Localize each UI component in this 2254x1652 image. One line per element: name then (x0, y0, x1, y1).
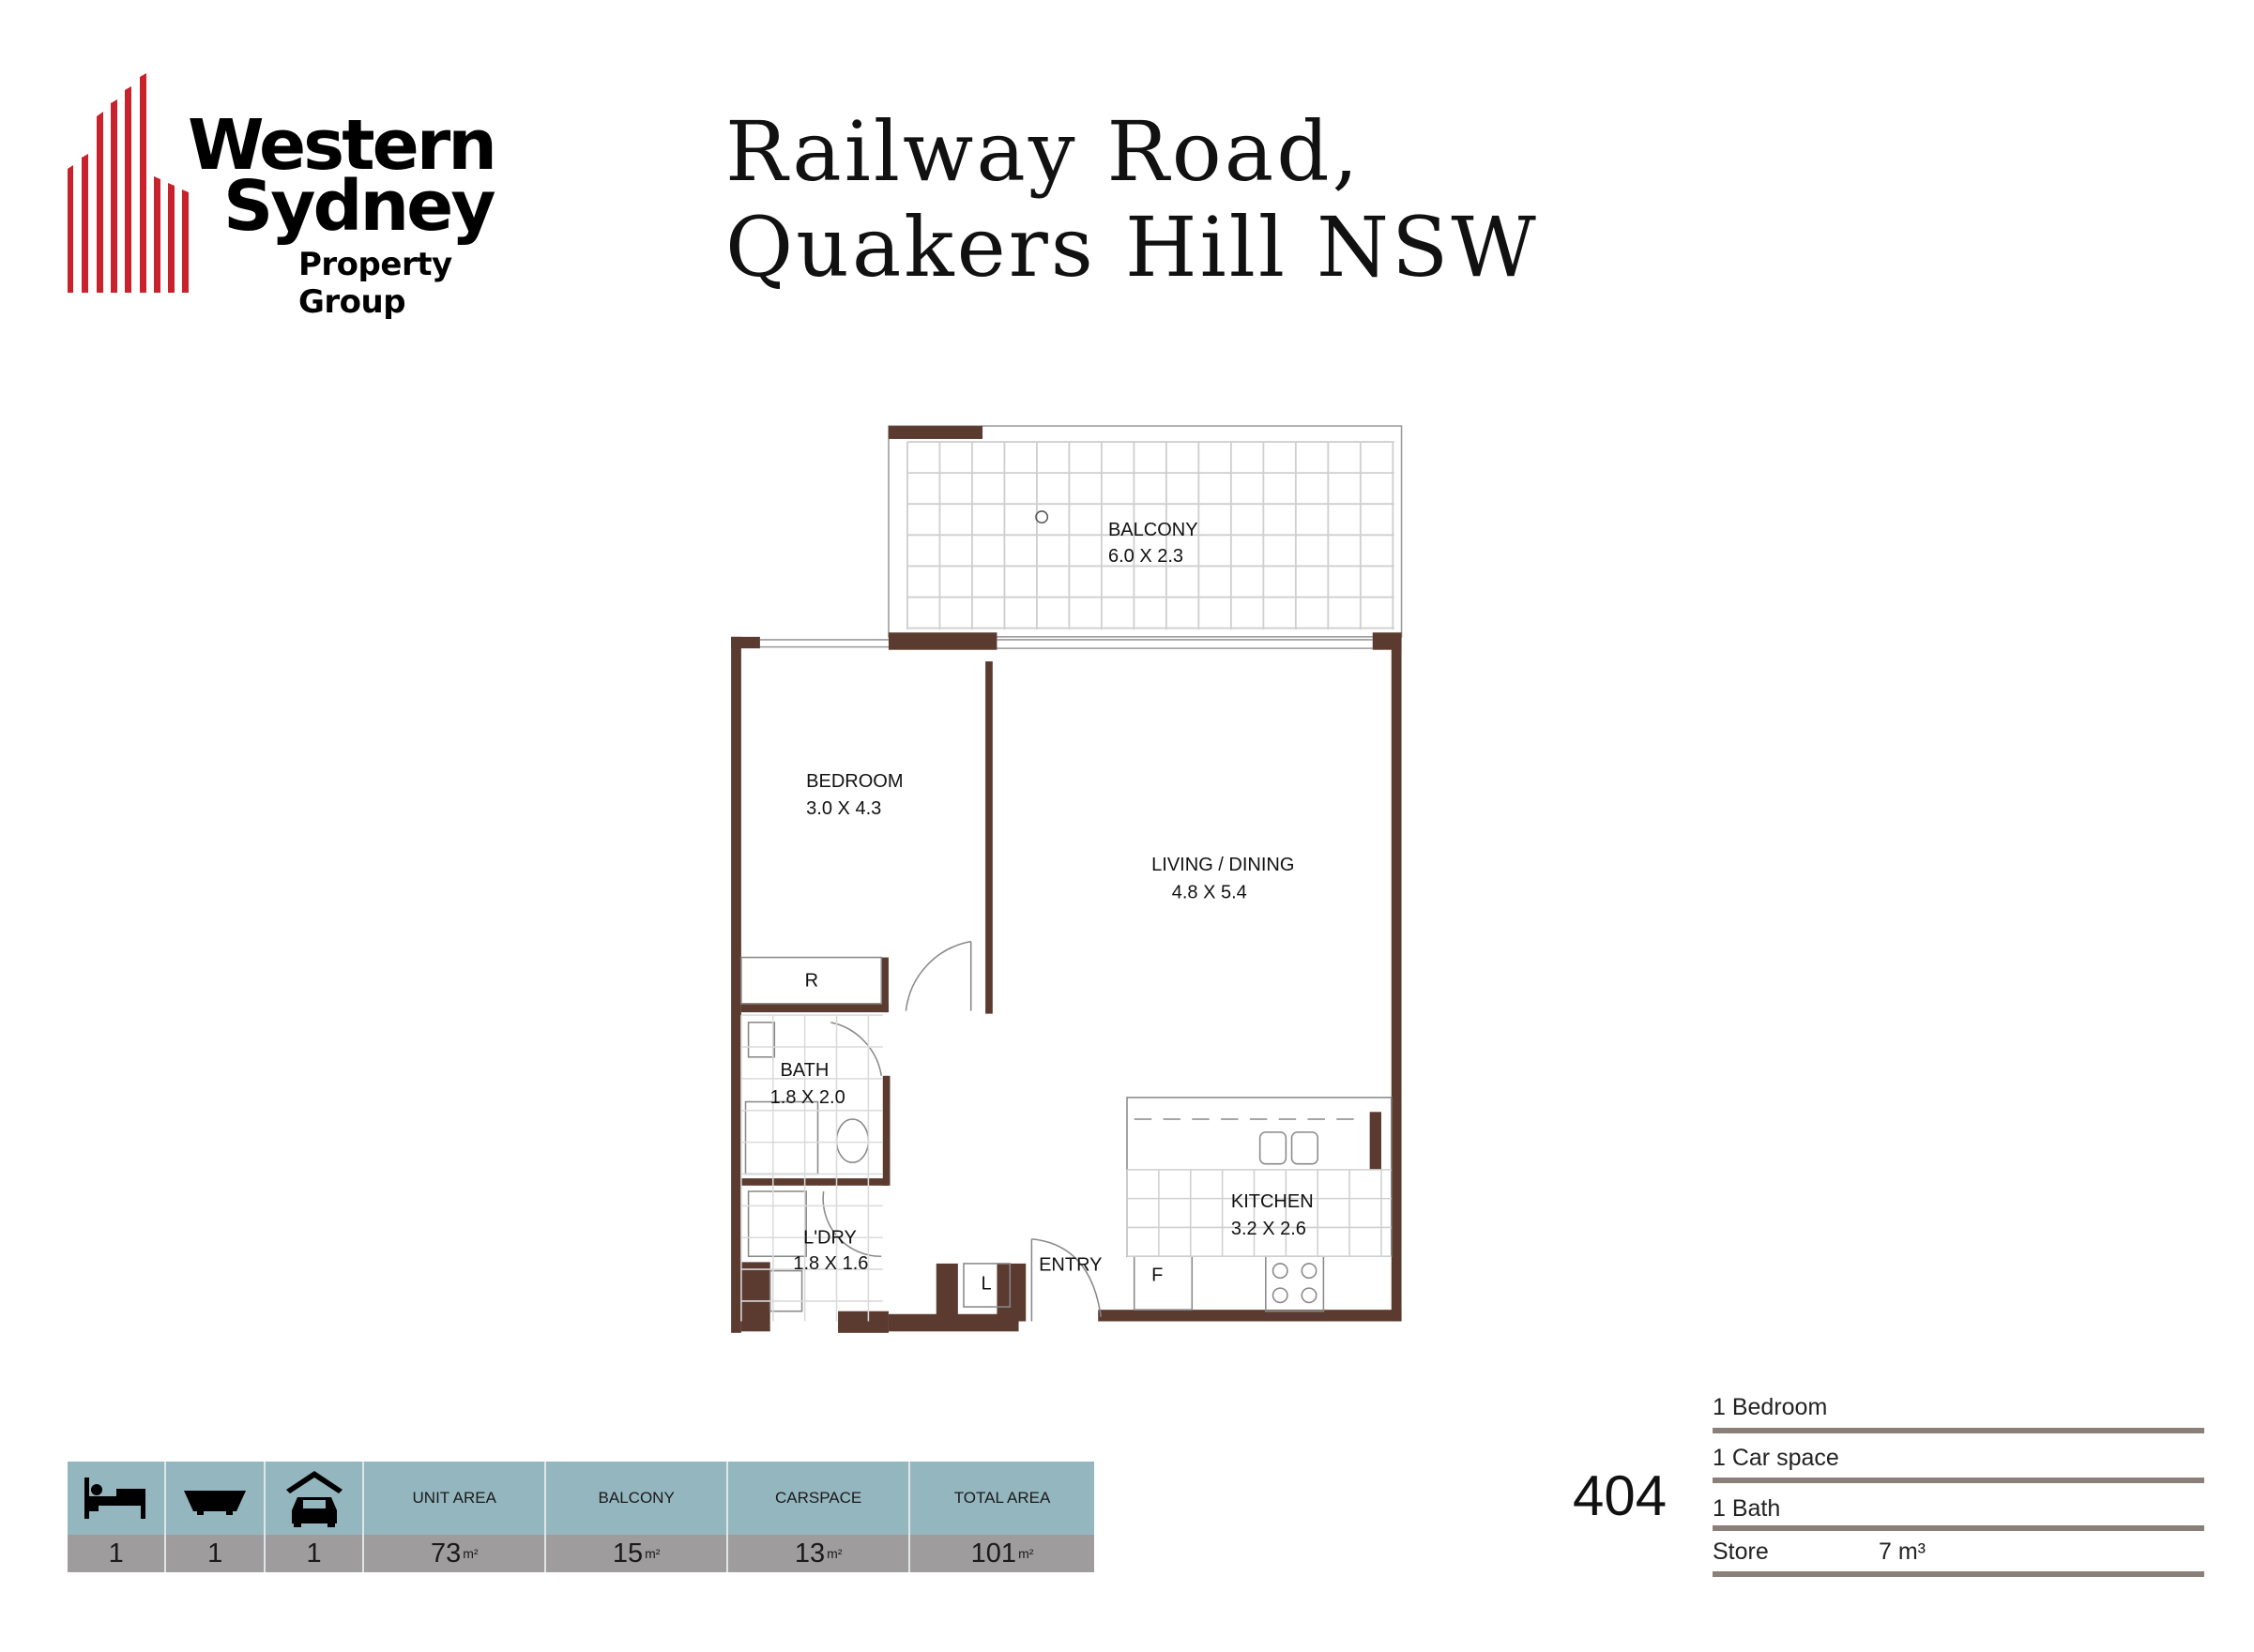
carspace-label: CARSPACE (728, 1462, 909, 1535)
divider (1713, 1525, 2204, 1531)
logo-text-sydney: Sydney (223, 166, 496, 247)
stat-carspaces: 1 (265, 1462, 365, 1572)
total-area-unit: m² (1018, 1546, 1034, 1561)
walls (731, 632, 1402, 1333)
stat-bedrooms: 1 (68, 1462, 167, 1572)
feature-car-space: 1 Car space (1713, 1445, 1839, 1471)
carspace-number: 13 (794, 1538, 826, 1569)
room-label-living-dining: LIVING / DINING (1151, 855, 1294, 875)
unit-area-label: UNIT AREA (364, 1462, 545, 1535)
room-label-laundry: L'DRY (803, 1227, 857, 1248)
total-area-number: 101 (970, 1538, 1017, 1569)
page-title-line1: Railway Road, (725, 103, 1362, 200)
room-label-balcony: BALCONY (1108, 520, 1198, 540)
bedrooms-value: 1 (68, 1535, 165, 1572)
divider (1713, 1428, 2204, 1433)
divider (1713, 1478, 2204, 1483)
logo-text-western: Western (188, 105, 497, 186)
garage-car-icon (265, 1462, 363, 1535)
balcony-number: 15 (612, 1538, 644, 1569)
store-value: 7 m³ (1879, 1538, 1926, 1565)
brand-logo: Western Sydney Property Group (0, 0, 563, 321)
unit-area-unit: m² (463, 1546, 479, 1561)
balcony-unit: m² (645, 1546, 661, 1561)
store-label: Store (1713, 1538, 1769, 1565)
balcony-label: BALCONY (546, 1462, 727, 1535)
room-size-bath: 1.8 X 2.0 (770, 1087, 845, 1108)
logo-bars-icon (68, 73, 189, 293)
room-label-kitchen: KITCHEN (1231, 1191, 1314, 1212)
linen-label: L (981, 1274, 991, 1295)
bath-icon (166, 1462, 264, 1535)
unit-area-number: 73 (430, 1538, 462, 1569)
feature-bedroom: 1 Bedroom (1713, 1394, 1828, 1420)
room-label-bath: BATH (780, 1060, 829, 1081)
bathrooms-value: 1 (166, 1535, 264, 1572)
carspace-unit: m² (827, 1546, 843, 1561)
room-size-balcony: 6.0 X 2.3 (1108, 546, 1183, 567)
stat-bathrooms: 1 (166, 1462, 266, 1572)
room-size-laundry: 1.8 X 1.6 (793, 1253, 868, 1274)
room-size-living-dining: 4.8 X 5.4 (1172, 882, 1247, 902)
carspaces-value: 1 (265, 1535, 363, 1572)
entry-label: ENTRY (1039, 1255, 1102, 1276)
room-size-kitchen: 3.2 X 2.6 (1231, 1219, 1306, 1239)
balcony-area (888, 425, 1403, 638)
fridge-label: F (1151, 1265, 1163, 1285)
bed-icon (68, 1462, 165, 1535)
windows (759, 639, 1373, 649)
room-label-bedroom: BEDROOM (806, 771, 903, 792)
page-title-line2: Quakers Hill NSW (725, 199, 1539, 296)
feature-bath: 1 Bath (1713, 1495, 1781, 1522)
divider (1713, 1571, 2204, 1577)
total-area-label: TOTAL AREA (910, 1462, 1094, 1535)
unit-number: 404 (1573, 1464, 1668, 1527)
logo-text-property-group: Property Group (298, 246, 452, 321)
room-size-bedroom: 3.0 X 4.3 (806, 798, 881, 819)
robe-label: R (805, 970, 818, 991)
